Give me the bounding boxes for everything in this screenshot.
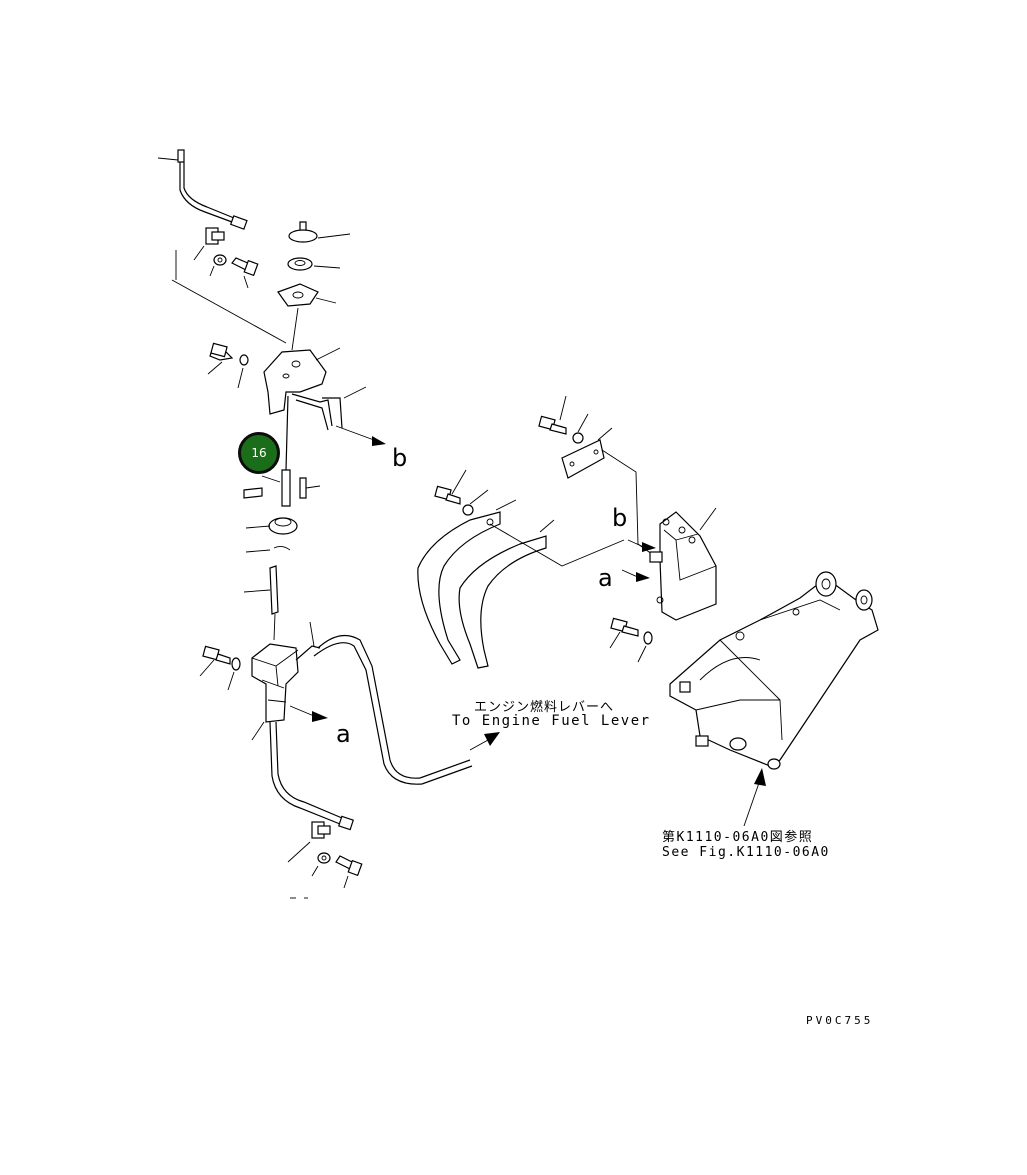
lower-clamp-set (287, 821, 363, 899)
callout-number: 16 (251, 446, 267, 460)
connecting-rod (243, 565, 279, 641)
plate-bolt (538, 395, 589, 444)
see-figure-label-jp: 第K1110-06A0図参照 (662, 830, 814, 845)
arrow-label-a-left: a (336, 720, 351, 748)
figure-code: PV0C755 (806, 1014, 874, 1027)
arrow-label-b-left: b (392, 444, 408, 472)
frame-assembly (669, 571, 879, 770)
rail-bolt (434, 469, 489, 516)
fuel-lever-label-jp: エンジン燃料レバーへ (474, 700, 615, 715)
see-figure-label-en: See Fig.K1110-06A0 (662, 845, 830, 860)
lower-cable (269, 721, 355, 831)
actuator-bolt (199, 645, 241, 691)
arrow-label-a-right: a (598, 564, 613, 592)
bracket-bolt (207, 342, 249, 389)
top-clamp-set (193, 227, 259, 289)
part-callout-16[interactable]: 16 (238, 432, 280, 474)
reference-arrow (743, 768, 766, 827)
nut-clip (245, 517, 298, 553)
plate (277, 283, 337, 307)
lever-rod (291, 386, 386, 446)
knob (288, 221, 351, 243)
rod-assembly (243, 395, 321, 507)
lever-bracket (263, 347, 341, 415)
cover-plate (561, 427, 661, 561)
mount-bolt (609, 617, 653, 663)
fuel-lever-cable (309, 621, 500, 785)
rail-covers (417, 499, 625, 669)
mount-bracket (621, 507, 717, 621)
fuel-lever-label-en: To Engine Fuel Lever (452, 713, 651, 729)
actuator (251, 643, 328, 741)
arrow-label-b-right: b (612, 504, 628, 532)
nut-top (287, 257, 341, 271)
upper-cable (157, 149, 248, 230)
